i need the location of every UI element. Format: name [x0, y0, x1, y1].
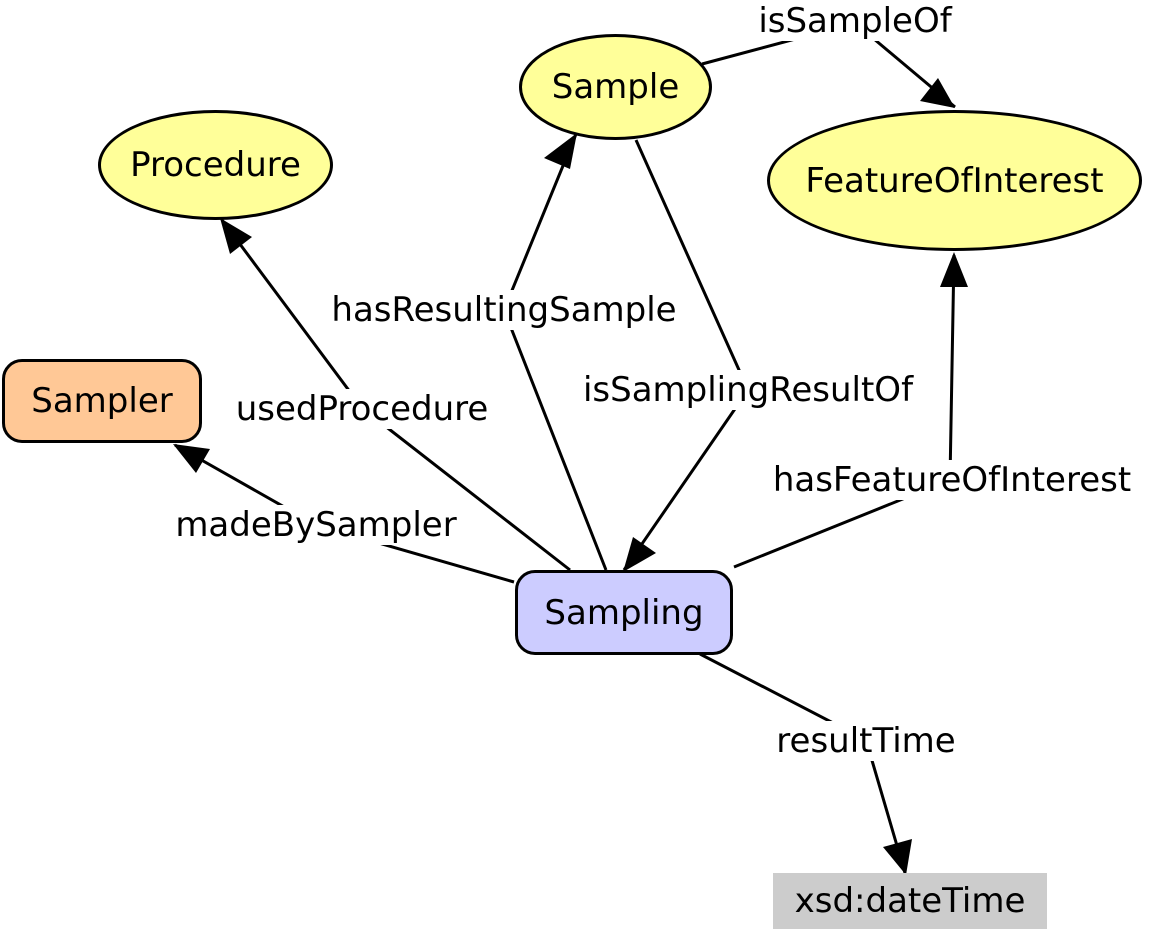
edge-has-resulting-sample [502, 133, 608, 571]
sampling-node-label: Sampling [544, 592, 704, 633]
edge-is-sampling-result-of [622, 139, 750, 571]
label-is-sampling-result-of: isSamplingResultOf [580, 370, 916, 410]
datetime-literal-label: xsd:dateTime [794, 881, 1026, 921]
label-has-feature-of-interest: hasFeatureOfInterest [770, 460, 1134, 500]
feature-of-interest-node[interactable]: FeatureOfInterest [767, 110, 1142, 251]
procedure-node[interactable]: Procedure [98, 110, 333, 220]
sampler-node-label: Sampler [31, 381, 173, 421]
label-result-time: resultTime [774, 721, 958, 761]
edge-has-feature-of-interest [733, 254, 956, 569]
procedure-node-label: Procedure [130, 145, 301, 185]
arrowhead-is-sample-of [920, 78, 955, 108]
sampler-node[interactable]: Sampler [2, 359, 202, 443]
arrowhead-result-time [883, 839, 912, 875]
arrowhead-has-feature-of-interest [940, 252, 968, 287]
arrowhead-is-sampling-result-of [623, 537, 656, 572]
feature-of-interest-node-label: FeatureOfInterest [805, 160, 1104, 201]
arrowhead-used-procedure [220, 218, 252, 254]
arrowhead-has-resulting-sample [544, 133, 577, 169]
arrowhead-made-by-sampler [173, 444, 210, 473]
sample-node[interactable]: Sample [519, 34, 712, 140]
sample-node-label: Sample [551, 67, 680, 107]
label-made-by-sampler: madeBySampler [173, 505, 459, 545]
label-used-procedure: usedProcedure [233, 389, 491, 429]
label-is-sample-of: isSampleOf [756, 1, 954, 41]
sampling-node[interactable]: Sampling [515, 570, 733, 655]
datetime-literal-node[interactable]: xsd:dateTime [773, 873, 1047, 929]
edge-result-time [699, 652, 907, 874]
label-has-resulting-sample: hasResultingSample [329, 290, 679, 330]
